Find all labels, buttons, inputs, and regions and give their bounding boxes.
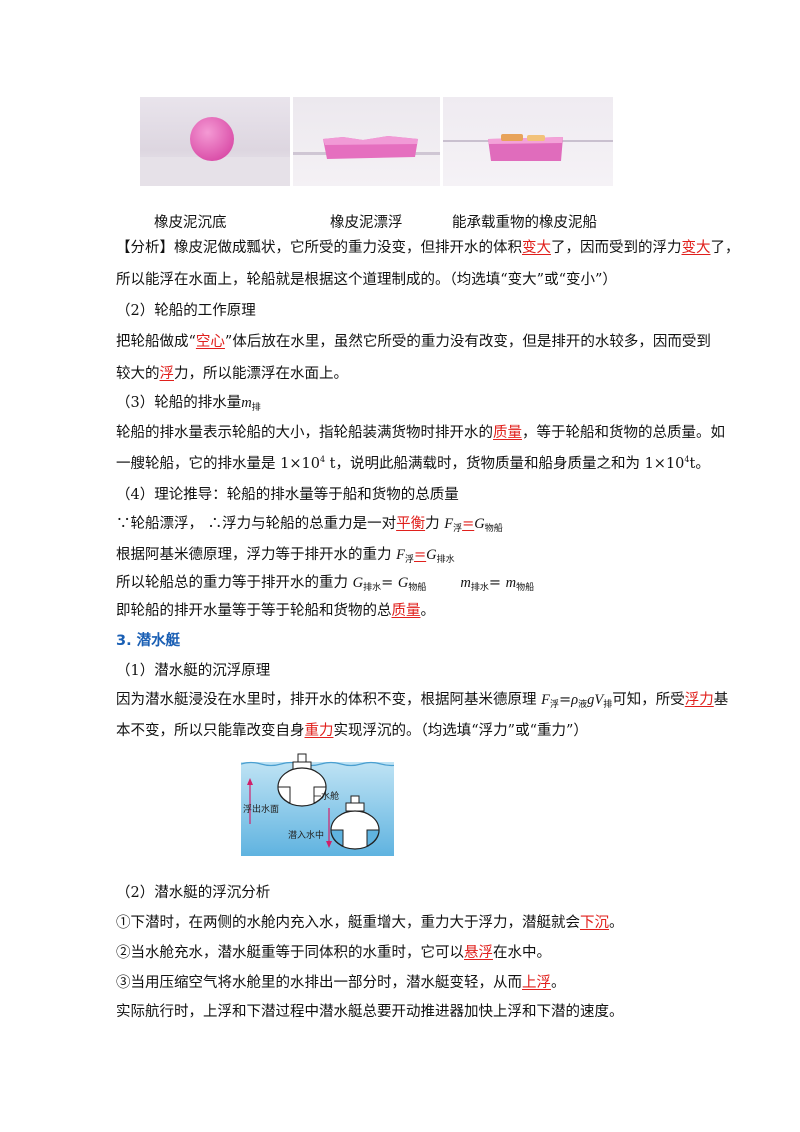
answer-blank: 空心 [195, 334, 225, 350]
submarine-analysis-line-4: 实际航行时，上浮和下潜过程中潜水艇总要开动推进器加快上浮和下潜的速度。 [116, 1004, 624, 1020]
answer-blank: 质量 [493, 425, 522, 441]
answer-blank: 浮力 [684, 692, 714, 708]
analysis-line-1: 【分析】橡皮泥做成瓢状，它所受的重力没变，但排开水的体积变大了，因而受到的浮力变… [116, 240, 740, 256]
submarine-analysis-title: （2）潜水艇的浮沉分析 [116, 885, 271, 901]
section-derivation-title: （4）理论推导：轮船的排水量等于船和货物的总质量 [116, 487, 459, 503]
photo-clay-boat-with-load [443, 97, 613, 186]
displacement-line-1: 轮船的排水量表示轮船的大小，指轮船装满货物时排开水的质量，等于轮船和货物的总质量… [116, 425, 725, 441]
caption-floating: 橡皮泥漂浮 [330, 215, 403, 231]
section-ship-principle-title: （2）轮船的工作原理 [116, 303, 256, 319]
derivation-line-1: ∵轮船漂浮， ∴浮力与轮船的总重力是一对平衡力 F浮=G物船 [116, 516, 503, 534]
answer-blank: 浮 [159, 366, 175, 382]
photo-sinking-clay [140, 97, 290, 186]
answer-blank: 上浮 [522, 975, 551, 991]
analysis-line-2: 所以能浮在水面上，轮船就是根据这个道理制成的。（均选填“变大”或“变小”） [116, 272, 617, 288]
diagram-label-surface: 浮出水面 [243, 803, 279, 815]
answer-blank: 变大 [681, 240, 711, 256]
derivation-line-4: 即轮船的排开水量等于等于轮船和货物的总质量。 [116, 603, 435, 619]
answer-blank: 下沉 [580, 915, 609, 931]
derivation-line-2: 根据阿基米德原理，浮力等于排开水的重力 F浮=G排水 [116, 547, 455, 565]
section-displacement-title: （3）轮船的排水量m排 [116, 395, 261, 413]
submarine-principle-line-2: 本不变，所以只能靠改变自身重力实现浮沉的。（均选填“浮力”或“重力”） [116, 723, 588, 739]
answer-blank: 变大 [522, 240, 551, 256]
displacement-line-2: 一艘轮船，它的排水量是 1×104 t，说明此船满载时，货物质量和船身质量之和为… [116, 455, 710, 472]
answer-blank: 重力 [304, 723, 334, 739]
submarine-diagram: 浮出水面 水舱 潜入水中 [240, 752, 402, 856]
submarine-heading: 3. 潜水艇 [116, 633, 181, 649]
caption-boat: 能承载重物的橡皮泥船 [452, 215, 597, 231]
diagram-label-tank: 水舱 [321, 790, 339, 802]
submarine-analysis-line-3: ③当用压缩空气将水舱里的水排出一部分时，潜水艇变轻，从而上浮。 [116, 975, 566, 991]
caption-sinking: 橡皮泥沉底 [154, 215, 227, 231]
submarine-analysis-line-2: ②当水舱充水，潜水艇重等于同体积的水重时，它可以悬浮在水中。 [116, 945, 551, 961]
ship-principle-line-1: 把轮船做成“空心”体后放在水里，虽然它所受的重力没有改变，但是排开的水较多，因而… [116, 334, 711, 350]
submarine-principle-line-1: 因为潜水艇浸没在水里时，排开水的体积不变，根据阿基米德原理 F浮=ρ液gV排可知… [116, 692, 729, 710]
diagram-label-dive: 潜入水中 [288, 829, 324, 841]
ship-principle-line-2: 较大的浮力，所以能漂浮在水面上。 [116, 366, 348, 382]
answer-blank: 质量 [391, 603, 421, 619]
submarine-analysis-line-1: ①下潜时，在两侧的水舱内充入水，艇重增大，重力大于浮力，潜艇就会下沉。 [116, 915, 624, 931]
answer-blank: 悬浮 [464, 945, 493, 961]
submarine-principle-title: （1）潜水艇的沉浮原理 [116, 663, 271, 679]
photo-floating-clay [293, 97, 440, 186]
answer-blank: 平衡 [396, 516, 426, 532]
